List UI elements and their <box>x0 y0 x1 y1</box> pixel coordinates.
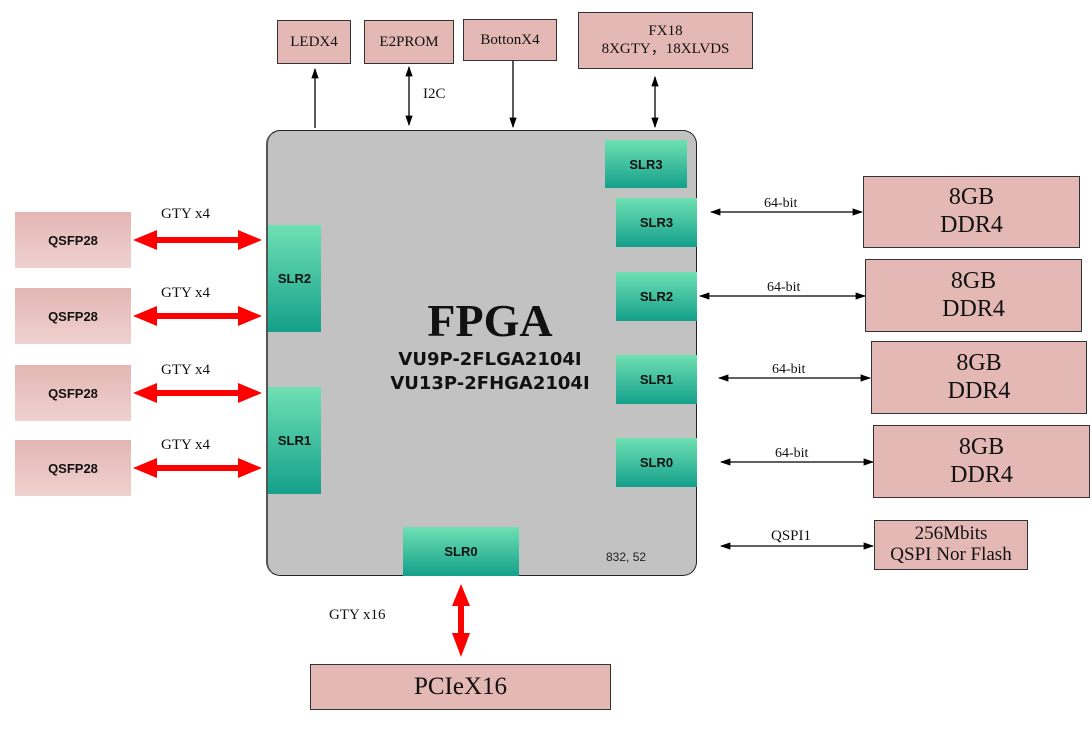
slr0-bottom-block: SLR0 <box>403 527 519 576</box>
qsfp28-label-2: QSFP28 <box>48 308 98 324</box>
slr2-right-block: SLR2 <box>616 272 697 321</box>
ddr4-capacity-3: 8GB <box>956 349 1002 376</box>
qspi-flash-box: 256Mbits QSPI Nor Flash <box>874 520 1028 570</box>
slr3-right-label: SLR3 <box>639 215 674 230</box>
slr3-top-block: SLR3 <box>605 140 687 188</box>
ddr4-type-2: DDR4 <box>942 295 1005 322</box>
i2c-label: I2C <box>423 86 446 102</box>
qsfp28-label-3: QSFP28 <box>48 385 98 401</box>
fx18-box: FX18 8XGTY，18XLVDS <box>578 12 753 69</box>
slr2-left-block: SLR2 <box>268 225 321 332</box>
ddr4-capacity-4: 8GB <box>958 433 1005 460</box>
gty-x4-label-4: GTY x4 <box>161 437 211 453</box>
gty-x4-label-2: GTY x4 <box>161 285 211 301</box>
qsfp28-box-4: QSFP28 <box>15 440 131 496</box>
bottonx4-box: BottonX4 <box>463 19 557 61</box>
qsfp28-box-3: QSFP28 <box>15 365 131 421</box>
pcie-gty-arrow <box>452 584 470 657</box>
slr1-right-label: SLR1 <box>639 372 674 387</box>
qsfp28-label-1: QSFP28 <box>48 232 98 248</box>
slr2-left-label: SLR2 <box>277 271 312 286</box>
ledx4-box: LEDX4 <box>277 20 351 64</box>
qsfp28-label-4: QSFP28 <box>48 460 98 476</box>
fx18-label-line2: 8XGTY，18XLVDS <box>601 40 730 57</box>
qsfp28-box-2: QSFP28 <box>15 288 131 344</box>
ddr4-box-2: 8GB DDR4 <box>865 259 1082 332</box>
slr1-right-block: SLR1 <box>616 355 697 404</box>
slr1-left-block: SLR1 <box>268 387 321 494</box>
qspi-link-label: QSPI1 <box>771 528 812 544</box>
gty-arrow-1 <box>133 230 262 250</box>
pciex16-box: PCIeX16 <box>310 664 611 710</box>
coordinate-readout: 832, 52 <box>606 550 647 564</box>
gty-x4-label-3: GTY x4 <box>161 362 211 378</box>
pciex16-label: PCIeX16 <box>413 673 508 700</box>
slr2-right-label: SLR2 <box>639 289 674 304</box>
slr0-right-label: SLR0 <box>639 455 674 470</box>
e2prom-label: E2PROM <box>379 33 439 50</box>
slr0-bottom-label: SLR0 <box>444 544 478 559</box>
slr3-right-block: SLR3 <box>616 198 697 247</box>
ddr4-type-3: DDR4 <box>947 377 1011 404</box>
fpga-part-number-2: VU13P-2FHGA2104I <box>390 373 590 394</box>
ddr4-type-1: DDR4 <box>940 212 1003 238</box>
ddr4-link-label-2: 64-bit <box>767 280 801 295</box>
ledx4-label: LEDX4 <box>290 33 338 50</box>
ddr4-type-4: DDR4 <box>950 461 1013 488</box>
gty-arrow-4 <box>133 458 262 478</box>
fpga-part-number-1: VU9P-2FLGA2104I <box>398 349 582 370</box>
slr0-right-block: SLR0 <box>616 438 697 487</box>
e2prom-box: E2PROM <box>364 20 454 64</box>
ddr4-link-label-4: 64-bit <box>775 446 809 461</box>
ddr4-box-3: 8GB DDR4 <box>871 341 1087 414</box>
bottonx4-label: BottonX4 <box>480 31 540 48</box>
qspi-type: QSPI Nor Flash <box>890 544 1012 565</box>
ddr4-capacity-2: 8GB <box>950 267 997 294</box>
gty-arrow-3 <box>133 383 262 403</box>
slr1-left-label: SLR1 <box>277 433 312 448</box>
qsfp28-box-1: QSFP28 <box>15 212 131 268</box>
ddr4-capacity-1: 8GB <box>948 184 995 211</box>
slr3-top-label: SLR3 <box>629 156 663 172</box>
gty-x4-label-1: GTY x4 <box>161 206 211 222</box>
fpga-title: FPGA <box>427 295 553 346</box>
qspi-capacity: 256Mbits <box>914 523 988 545</box>
ddr4-box-1: 8GB DDR4 <box>863 176 1080 248</box>
ddr4-link-label-3: 64-bit <box>772 362 806 377</box>
fx18-label-line1: FX18 <box>648 23 683 40</box>
ddr4-link-label-1: 64-bit <box>764 196 798 211</box>
gty-x16-label: GTY x16 <box>329 607 386 623</box>
ddr4-box-4: 8GB DDR4 <box>873 425 1090 498</box>
gty-arrow-2 <box>133 306 262 326</box>
